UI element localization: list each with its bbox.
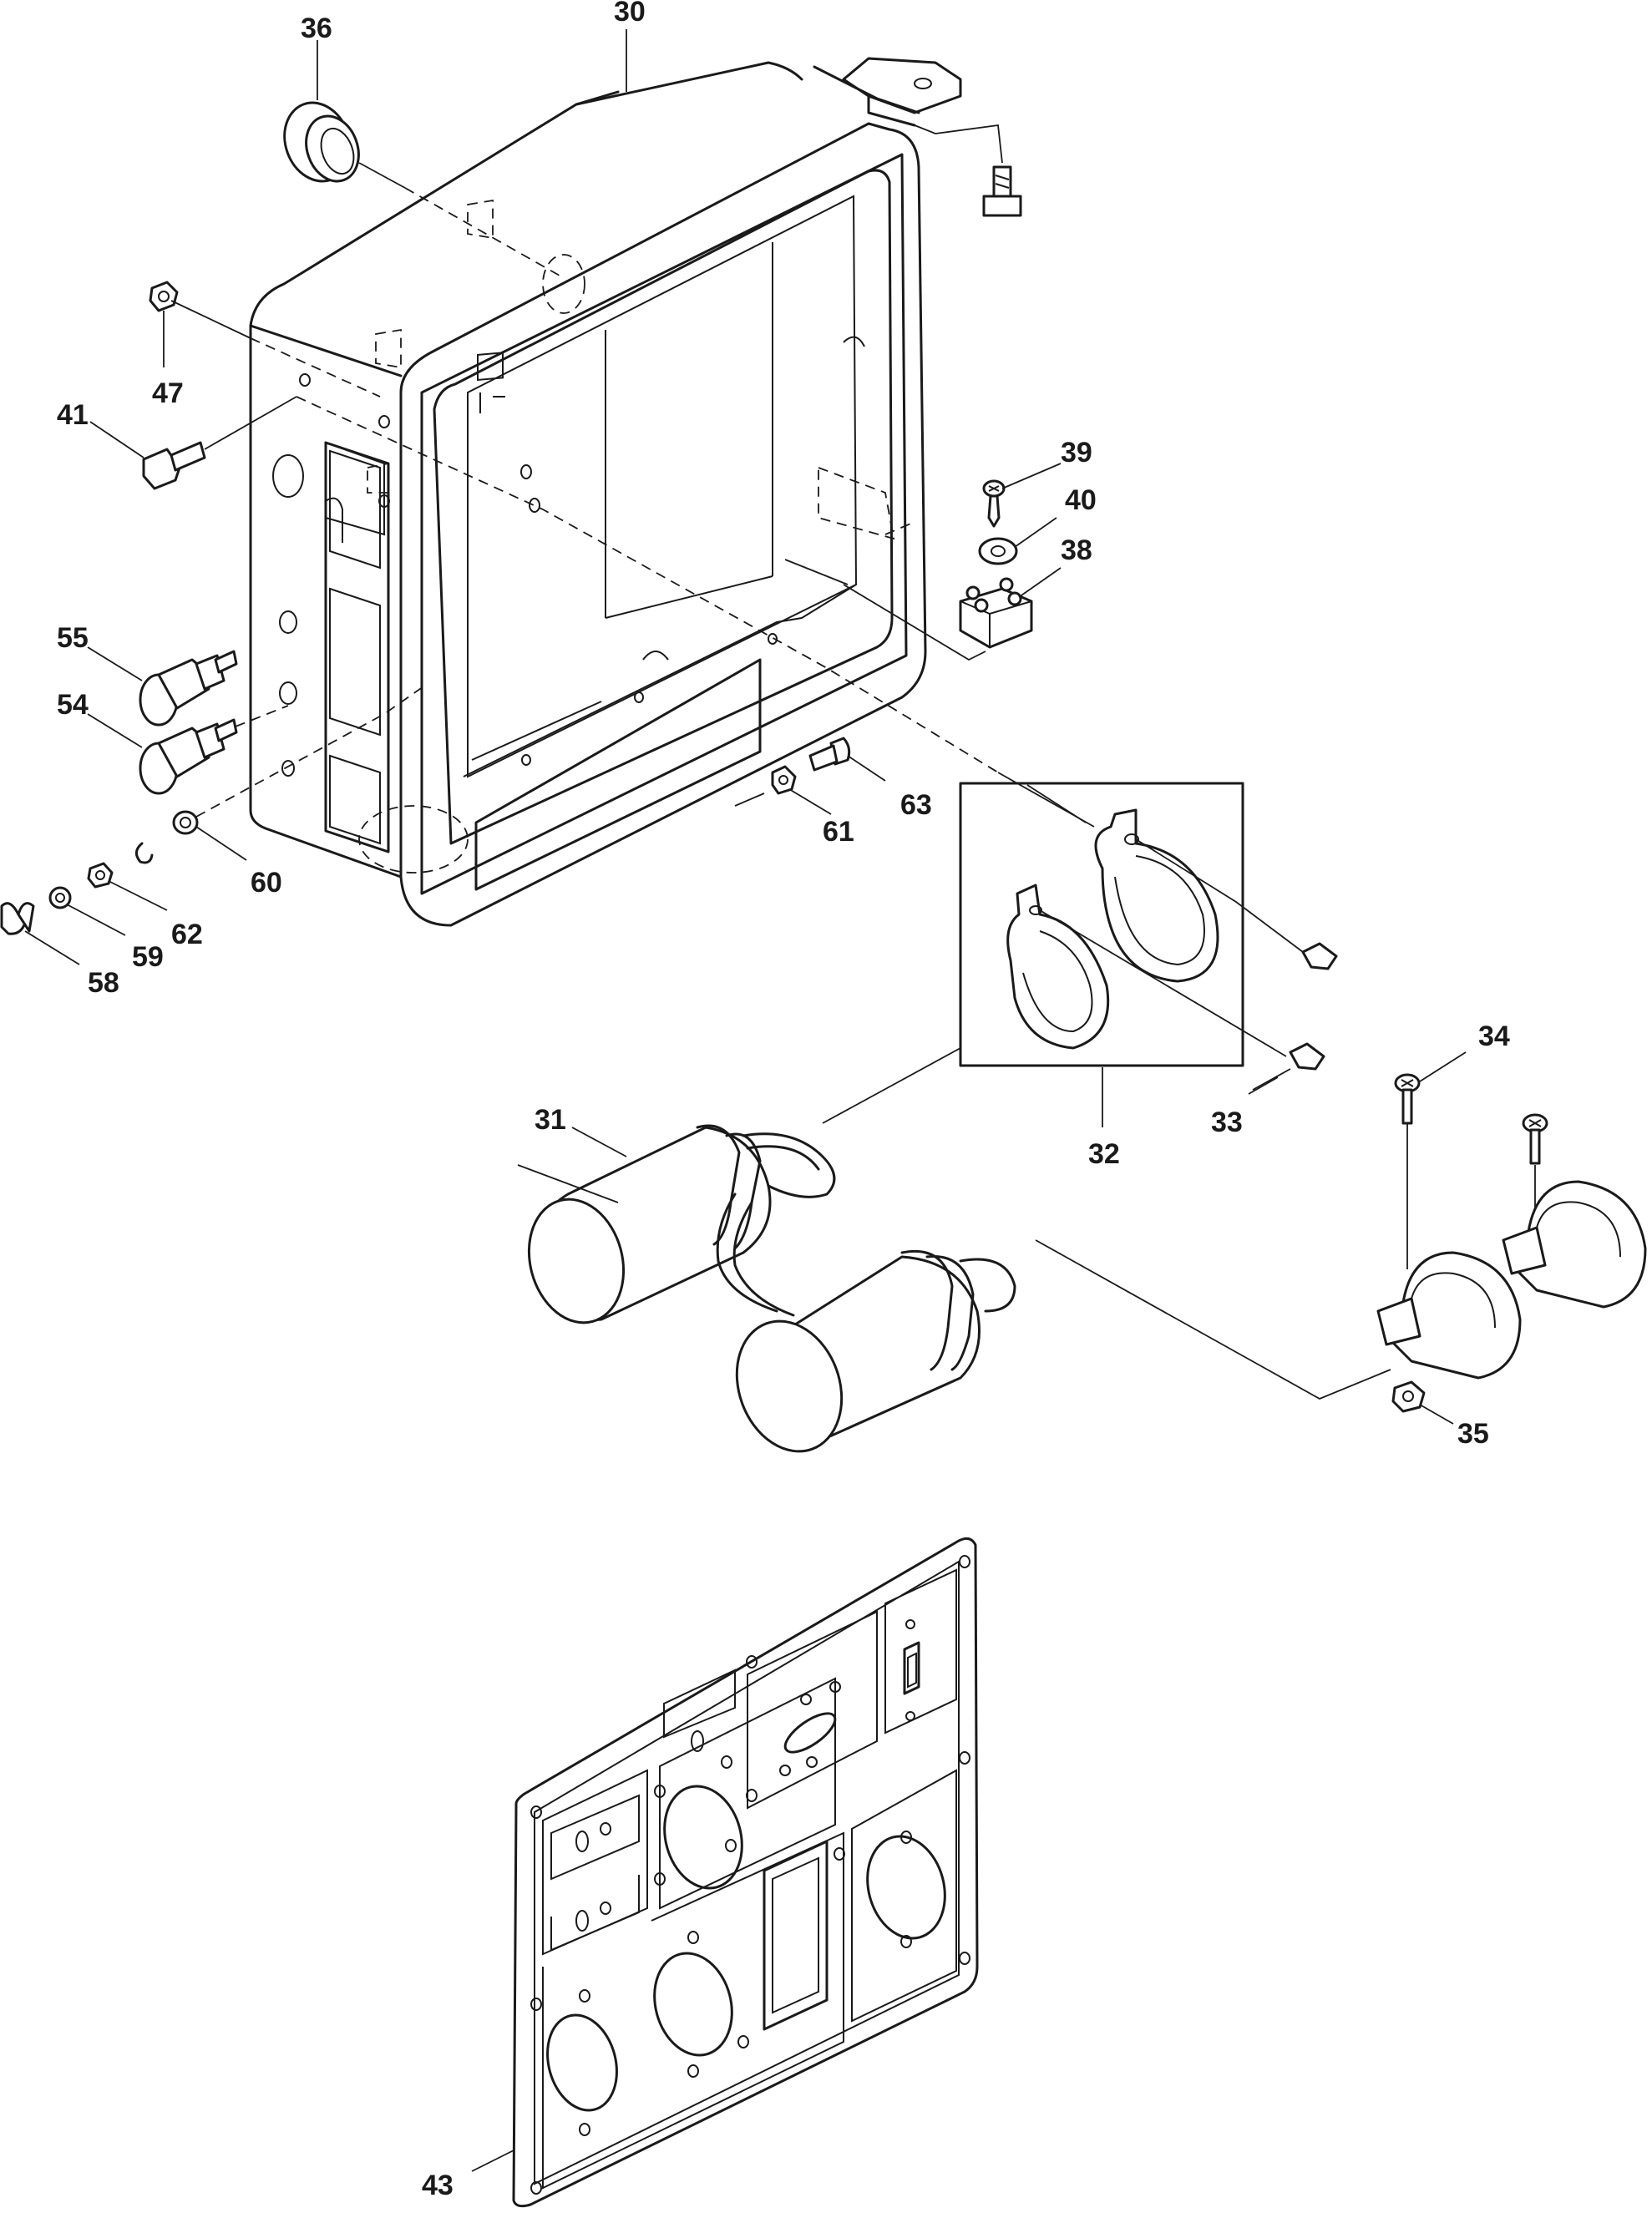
callout-41: 41 xyxy=(57,399,89,431)
leader-38-dash xyxy=(884,521,915,535)
clamp-34 xyxy=(1376,1051,1647,1380)
callout-32: 32 xyxy=(1088,1138,1120,1170)
leader-33 xyxy=(1248,1076,1279,1095)
leader-54-dash xyxy=(235,705,289,727)
callout-63: 63 xyxy=(900,789,932,821)
callout-36: 36 xyxy=(301,13,332,44)
callout-35: 35 xyxy=(1457,1418,1489,1450)
callout-33: 33 xyxy=(1211,1106,1243,1138)
callout-54: 54 xyxy=(57,689,89,721)
control-box-housing xyxy=(249,57,962,927)
screw-63 xyxy=(808,737,886,782)
callout-62: 62 xyxy=(171,919,203,950)
callout-59: 59 xyxy=(132,941,164,973)
callout-labels: 30 36 47 41 39 40 38 55 54 63 61 60 62 5… xyxy=(57,0,1510,2201)
leader-41-dash xyxy=(296,396,999,773)
bolt-41 xyxy=(142,396,297,490)
lock-washer-59 xyxy=(48,886,72,909)
leader-box-bottom xyxy=(734,793,765,807)
terminal-knob-54 xyxy=(139,718,238,795)
callout-47: 47 xyxy=(152,377,184,409)
nut-47 xyxy=(149,281,381,398)
leader-33-callout xyxy=(1252,1068,1291,1091)
leader-60-dash xyxy=(195,684,427,818)
callout-60: 60 xyxy=(251,867,282,899)
terminal-block-38 xyxy=(843,567,1062,661)
callout-55: 55 xyxy=(57,622,89,654)
callout-58: 58 xyxy=(88,967,119,999)
capacitor-assembly-31 xyxy=(517,1047,1391,1453)
leader-31 xyxy=(571,1127,627,1157)
panel-plate-43 xyxy=(471,1537,979,2208)
nut-61 xyxy=(771,765,832,815)
leader-59 xyxy=(66,904,126,936)
leader-41 xyxy=(89,421,144,458)
leader-62 xyxy=(108,880,168,911)
callout-30: 30 xyxy=(614,0,646,28)
grommet xyxy=(283,101,560,276)
nut-62 xyxy=(87,862,114,889)
callout-34: 34 xyxy=(1478,1020,1510,1052)
callout-38: 38 xyxy=(1061,534,1092,566)
washer-40 xyxy=(978,517,1057,565)
leader-55 xyxy=(87,646,143,681)
screw-39 xyxy=(982,463,1062,528)
wing-nut-58 xyxy=(0,902,35,935)
leader-60 xyxy=(195,826,247,861)
clamp-inset-32 xyxy=(959,782,1338,1071)
terminal-knob-55 xyxy=(139,650,238,727)
callout-39: 39 xyxy=(1061,437,1092,468)
leader-58 xyxy=(24,930,80,965)
bracket-screw xyxy=(914,124,1022,217)
leader-54 xyxy=(87,713,143,748)
callout-31: 31 xyxy=(535,1104,566,1136)
leader-38-box xyxy=(784,559,849,585)
washer-60 xyxy=(172,810,199,835)
callout-43: 43 xyxy=(422,2170,454,2201)
lock-washer xyxy=(135,842,154,864)
callout-40: 40 xyxy=(1065,484,1097,516)
nut-35 xyxy=(1391,1380,1454,1425)
callout-61: 61 xyxy=(823,816,854,848)
